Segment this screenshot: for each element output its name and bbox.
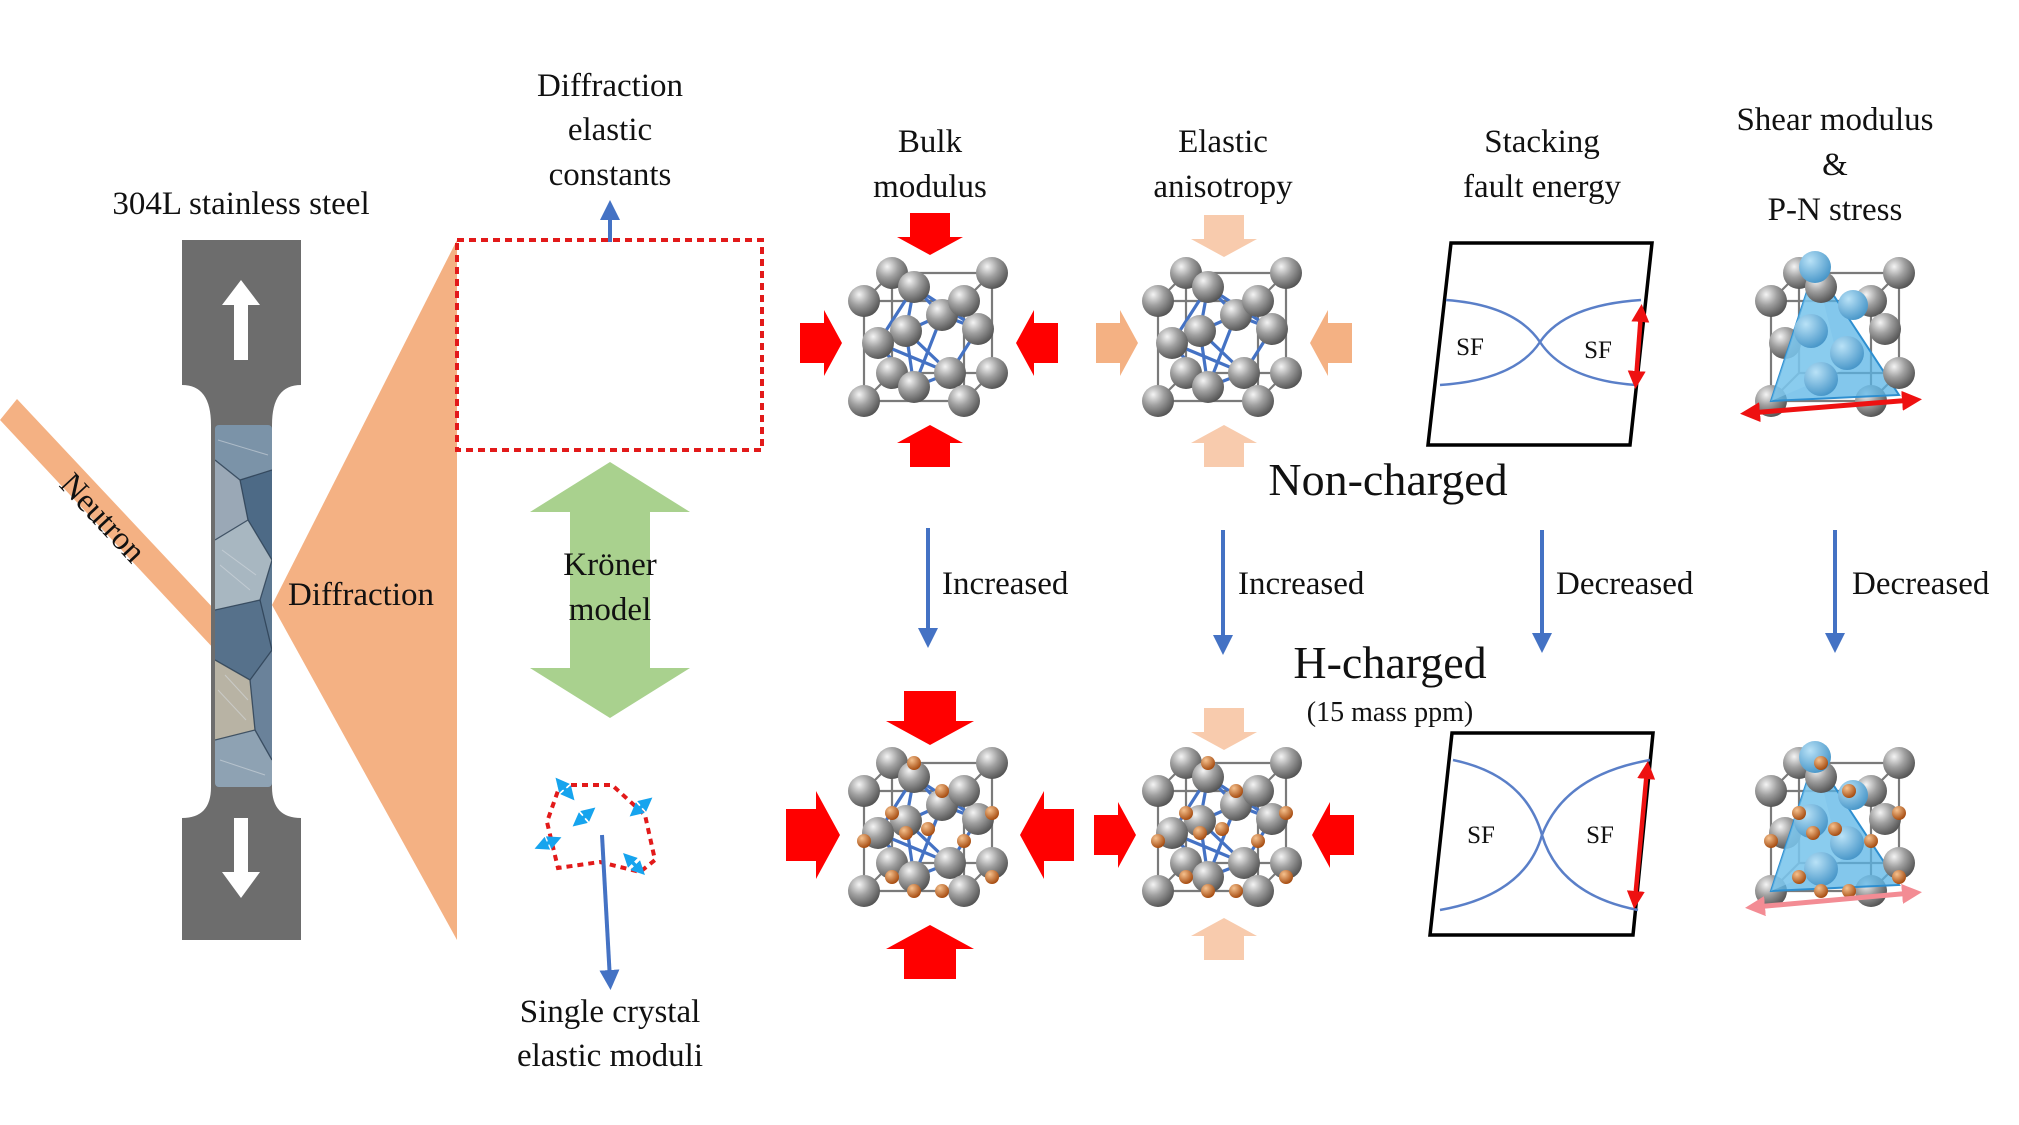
h-content-label: (15 mass ppm) [1307, 697, 1473, 728]
property-3-line1: Stacking [1484, 124, 1599, 160]
kroner-double-arrow [530, 462, 690, 718]
trend-label-1: Increased [942, 566, 1069, 602]
dec-label-3: constants [549, 157, 672, 193]
specimen-label: 304L stainless steel [112, 186, 369, 222]
dec-label-2: elastic [568, 112, 652, 148]
sce-label-1: Single crystal [520, 994, 701, 1030]
sf-label: SF [1584, 337, 1612, 364]
non-charged-label: Non-charged [1268, 454, 1507, 505]
neutron-label: Neutron [52, 466, 152, 570]
micrograph-polycrystal [455, 238, 764, 452]
property-2-line1: Elastic [1178, 124, 1268, 160]
property-4-line3: P-N stress [1768, 192, 1903, 228]
property-1-line1: Bulk [898, 124, 963, 160]
property-4-line1: Shear modulus [1736, 102, 1933, 138]
specimen-grains [215, 425, 272, 787]
bulk-modulus-hcharged [786, 691, 1074, 979]
shear-modulus-noncharged [1740, 249, 1922, 423]
property-4-line2: & [1822, 147, 1848, 183]
kroner-label-1: Kröner [563, 547, 656, 583]
trend-label-2: Increased [1238, 566, 1365, 602]
trend-label-4: Decreased [1852, 566, 1990, 602]
kroner-label-2: model [569, 592, 651, 628]
tension-down-arrow [222, 818, 260, 898]
micrograph-single-grain [459, 730, 756, 937]
diffraction-cone [272, 240, 457, 940]
h-charged-label: H-charged [1293, 637, 1486, 688]
tensile-specimen [182, 240, 301, 940]
shear-modulus-hcharged [1745, 739, 1922, 917]
sf-label: SF [1586, 822, 1614, 849]
sf-label: SF [1456, 334, 1484, 361]
neutron-beam [0, 399, 215, 650]
property-2-line2: anisotropy [1153, 169, 1293, 205]
elastic-anisotropy-noncharged [1096, 215, 1352, 467]
sf-label: SF [1467, 822, 1495, 849]
stacking-fault-hcharged: SF SF [1428, 731, 1656, 937]
bulk-modulus-noncharged [800, 213, 1058, 467]
property-1-line2: modulus [873, 169, 987, 205]
trend-label-3: Decreased [1556, 566, 1694, 602]
trend-arrows [918, 528, 1845, 655]
stacking-fault-noncharged: SF SF [1426, 241, 1654, 447]
sce-label-2: elastic moduli [517, 1038, 703, 1074]
tension-up-arrow [222, 280, 260, 360]
property-3-line2: fault energy [1463, 169, 1621, 205]
sce-arrow [599, 834, 620, 990]
diffraction-label: Diffraction [288, 577, 434, 613]
dec-label-1: Diffraction [537, 68, 683, 104]
elastic-anisotropy-hcharged [1094, 708, 1354, 960]
